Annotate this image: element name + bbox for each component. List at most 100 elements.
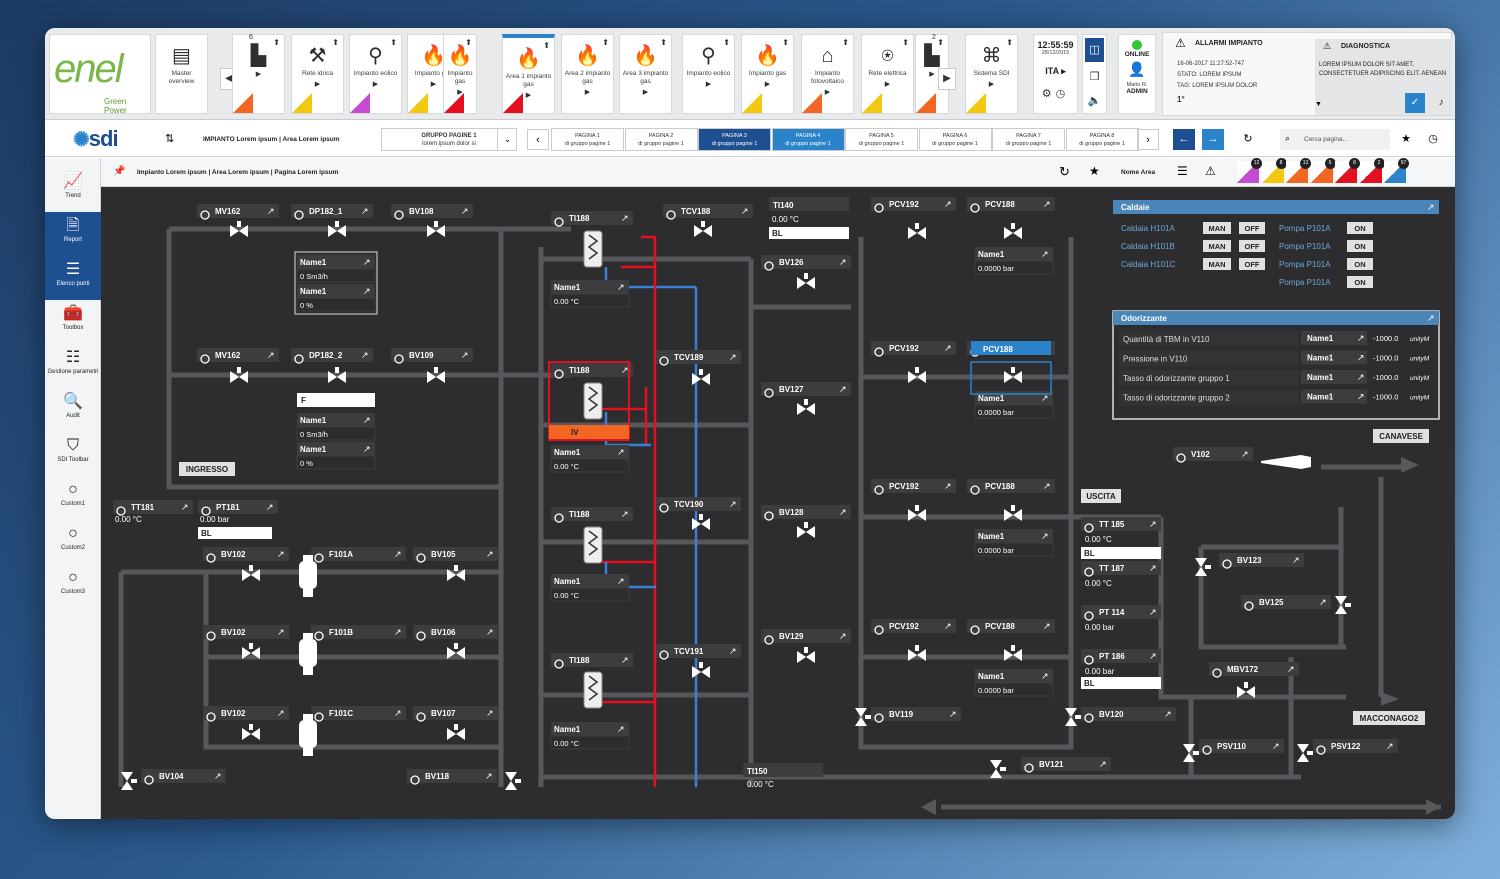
tag-label[interactable]: PCV192↗ bbox=[871, 619, 956, 635]
alarm-filter-marker[interactable]: 2 bbox=[1359, 158, 1385, 183]
tag-label[interactable]: BV127↗ bbox=[761, 382, 851, 398]
tag-label[interactable]: TCV190↗ bbox=[656, 497, 741, 513]
tag-label[interactable]: BV108↗ bbox=[391, 204, 473, 220]
valve-icon[interactable] bbox=[797, 647, 815, 663]
link-arrow-icon[interactable]: ↗ bbox=[394, 708, 402, 718]
pin-icon[interactable]: ⬆ bbox=[543, 41, 550, 50]
tag-label[interactable]: PCV192↗ bbox=[871, 479, 956, 495]
link-arrow-icon[interactable]: ↗ bbox=[839, 631, 847, 641]
alarm-filter-marker[interactable]: 8 bbox=[1335, 158, 1360, 183]
tag-label[interactable]: BV105↗ bbox=[413, 547, 498, 563]
link-arrow-icon[interactable]: ↗ bbox=[944, 481, 952, 491]
valve-icon[interactable] bbox=[1297, 744, 1313, 762]
tag-label[interactable]: MBV172↗ bbox=[1209, 662, 1299, 678]
link-arrow-icon[interactable]: ↗ bbox=[485, 771, 493, 781]
valve-icon[interactable] bbox=[1004, 223, 1022, 239]
plant-tile[interactable]: ⬆ 🔥 Area 2 impianto gas ▶ bbox=[561, 34, 614, 114]
alarm-filter-marker[interactable]: 8 bbox=[1261, 158, 1287, 183]
link-arrow-icon[interactable]: ↗ bbox=[1427, 202, 1435, 212]
link-arrow-icon[interactable]: ↗ bbox=[277, 708, 285, 718]
readout-box[interactable]: Name1↗0.0000 bar bbox=[974, 669, 1054, 697]
readout-box[interactable]: Name1↗0.0000 bar bbox=[974, 391, 1054, 419]
tag-label[interactable]: PT 114↗ bbox=[1081, 605, 1161, 621]
tiles-next-button[interactable]: ▶ bbox=[938, 68, 956, 90]
chevron-down-icon[interactable]: ▼ bbox=[1315, 101, 1322, 108]
page-tab[interactable]: PAGINA 2 di gruppo pagine 1 bbox=[624, 128, 698, 151]
valve-icon[interactable] bbox=[427, 221, 445, 237]
valve-icon[interactable] bbox=[908, 645, 926, 661]
tag-label[interactable]: BV125↗ bbox=[1241, 595, 1331, 611]
alarm-panel[interactable]: ⚠ ALLARMI IMPIANTO 16-06-2017 11:27:52-7… bbox=[1162, 32, 1452, 116]
plant-tile[interactable]: ⬆ 🔥 Area 1 impianto gas ▶ bbox=[502, 34, 555, 114]
mute-icon[interactable]: 🔈 bbox=[1087, 95, 1102, 107]
tag-label[interactable]: BV106↗ bbox=[413, 625, 498, 641]
page-tab[interactable]: PAGINA 5 di gruppo pagine 1 bbox=[845, 128, 918, 151]
list-icon[interactable]: ☰ bbox=[1177, 164, 1188, 178]
valve-icon[interactable] bbox=[694, 221, 712, 237]
link-arrow-icon[interactable]: ↗ bbox=[267, 350, 275, 360]
plant-tile[interactable]: ⬆ 🔥 Area 3 impianto gas ▶ bbox=[619, 34, 672, 114]
link-arrow-icon[interactable]: ↗ bbox=[394, 549, 402, 559]
alarm-filter-marker[interactable]: 97 bbox=[1384, 158, 1409, 183]
link-arrow-icon[interactable]: ↗ bbox=[729, 352, 737, 362]
link-arrow-icon[interactable]: ↗ bbox=[617, 576, 625, 586]
link-arrow-icon[interactable]: ↗ bbox=[486, 708, 494, 718]
pin-icon[interactable]: 📌 bbox=[113, 166, 126, 177]
language-selector[interactable]: ITA ▸ bbox=[1045, 66, 1066, 76]
tag-label[interactable]: PCV188↗ bbox=[967, 197, 1055, 213]
link-arrow-icon[interactable]: ↗ bbox=[1164, 709, 1172, 719]
link-arrow-icon[interactable]: ↗ bbox=[181, 502, 189, 512]
link-arrow-icon[interactable]: ↗ bbox=[1149, 651, 1157, 661]
on-button[interactable] bbox=[1347, 258, 1373, 270]
link-arrow-icon[interactable]: ↗ bbox=[1041, 393, 1049, 403]
valve-icon[interactable] bbox=[855, 708, 871, 726]
quick-actions[interactable]: ◫ ❐ 🔈 bbox=[1082, 34, 1107, 114]
man-button[interactable] bbox=[1203, 240, 1231, 252]
valve-icon[interactable] bbox=[242, 565, 260, 581]
valve-icon[interactable] bbox=[1004, 367, 1022, 383]
link-arrow-icon[interactable]: ↗ bbox=[1099, 759, 1107, 769]
valve-icon[interactable] bbox=[908, 505, 926, 521]
settings-history-icons[interactable]: ⚙◷ bbox=[1041, 88, 1070, 100]
valve-icon[interactable] bbox=[797, 399, 815, 415]
link-arrow-icon[interactable]: ↗ bbox=[363, 286, 371, 296]
sidebar-item[interactable]: ○ Custom3 bbox=[45, 564, 101, 608]
pin-icon[interactable]: ⬆ bbox=[1006, 38, 1013, 47]
tag-label[interactable]: TT 185↗ bbox=[1081, 517, 1161, 533]
pin-icon[interactable]: ⬆ bbox=[602, 38, 609, 47]
page-tab[interactable]: PAGINA 6 di gruppo pagine 1 bbox=[918, 128, 992, 151]
valve-icon[interactable] bbox=[242, 724, 260, 740]
tag-label[interactable]: TI188↗ bbox=[551, 653, 633, 669]
link-arrow-icon[interactable]: ↗ bbox=[1292, 555, 1300, 565]
link-arrow-icon[interactable]: ↗ bbox=[944, 343, 952, 353]
tag-label[interactable]: TCV189↗ bbox=[656, 350, 741, 366]
page-tab[interactable]: PAGINA 3 di gruppo pagine 1 bbox=[698, 128, 771, 151]
link-arrow-icon[interactable]: ↗ bbox=[1149, 563, 1157, 573]
valve-icon[interactable] bbox=[328, 221, 346, 237]
tag-label[interactable]: PT 186↗ bbox=[1081, 649, 1161, 665]
valve-icon[interactable] bbox=[230, 221, 248, 237]
refresh-icon[interactable]: ↻ bbox=[1243, 133, 1253, 145]
valve-icon[interactable] bbox=[242, 643, 260, 659]
layout-icon[interactable]: ◫ bbox=[1085, 38, 1104, 62]
readout-box[interactable]: Name1↗0.0000 bar bbox=[974, 529, 1054, 557]
sidebar-item[interactable]: 🗎 Report bbox=[45, 212, 101, 256]
link-arrow-icon[interactable]: ↗ bbox=[486, 627, 494, 637]
link-arrow-icon[interactable]: ↗ bbox=[621, 365, 629, 375]
tag-label[interactable]: TT181↗ bbox=[113, 500, 193, 516]
link-arrow-icon[interactable]: ↗ bbox=[1427, 313, 1435, 323]
link-arrow-icon[interactable]: ↗ bbox=[486, 549, 494, 559]
page-search-input[interactable]: Cerca pagina... bbox=[1280, 129, 1390, 150]
silence-alarm-button[interactable]: ♪ bbox=[1431, 93, 1451, 113]
link-arrow-icon[interactable]: ↗ bbox=[729, 499, 737, 509]
pin-icon[interactable]: ⬆ bbox=[660, 38, 667, 47]
valve-icon[interactable] bbox=[447, 565, 465, 581]
link-arrow-icon[interactable]: ↗ bbox=[1357, 392, 1365, 402]
valve-icon[interactable] bbox=[990, 760, 1006, 778]
off-button[interactable] bbox=[1239, 240, 1265, 252]
valve-icon[interactable] bbox=[447, 643, 465, 659]
link-arrow-icon[interactable]: ↗ bbox=[1357, 353, 1365, 363]
valve-icon[interactable] bbox=[797, 522, 815, 538]
valve-icon[interactable] bbox=[427, 367, 445, 383]
readout-box[interactable]: Name1↗0 Sm3/h bbox=[296, 413, 376, 441]
